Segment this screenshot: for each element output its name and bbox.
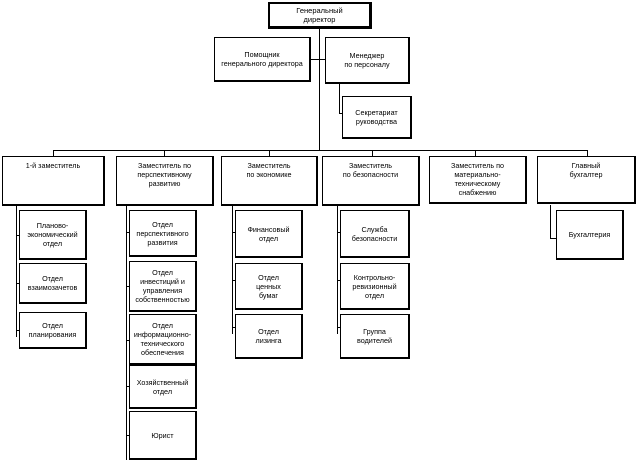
connector-line — [339, 83, 340, 114]
connector-line — [550, 238, 556, 239]
finance-dept-box: Финансовый отдел — [235, 210, 303, 258]
connector-line — [16, 205, 17, 337]
connector-line — [126, 340, 131, 341]
connector-line — [232, 280, 237, 281]
hr-manager-box: Менеджер по персоналу — [325, 37, 410, 84]
connector-line — [269, 150, 270, 156]
security-service-box: Служба безопасности — [340, 210, 410, 258]
investment-property-dept-box: Отдел инвестиций и управления собственно… — [129, 261, 197, 312]
chief-accountant-box: Главный бухгалтер — [537, 156, 636, 204]
securities-dept-box: Отдел ценных бумаг — [235, 263, 303, 310]
connector-line — [475, 150, 476, 156]
connector-line — [164, 150, 165, 156]
connector-line — [16, 283, 21, 284]
deputy-economics-box: Заместитель по экономике — [221, 156, 318, 206]
lawyer-box: Юрист — [129, 411, 197, 460]
mutual-settlements-dept-box: Отдел взаимозачетов — [19, 263, 87, 304]
deputy-development-box: Заместитель по перспективному развитию — [116, 156, 214, 206]
deputy-supply-box: Заместитель по материально- техническому… — [429, 156, 527, 204]
planning-economic-dept-box: Планово- экономический отдел — [19, 210, 87, 260]
leasing-dept-box: Отдел лизинга — [235, 314, 303, 359]
it-support-dept-box: Отдел информационно- технического обеспе… — [129, 314, 197, 365]
deputy-security-box: Заместитель по безопасности — [322, 156, 420, 206]
assistant-director-box: Помощник генерального директора — [214, 37, 311, 82]
development-dept-box: Отдел перспективного развития — [129, 210, 197, 257]
audit-dept-box: Контрольно- ревизионный отдел — [340, 263, 410, 310]
connector-line — [232, 327, 237, 328]
accounting-dept-box: Бухгалтерия — [556, 210, 624, 260]
connector-line — [53, 150, 588, 151]
secretariat-box: Секретариат руководства — [342, 96, 412, 139]
connector-line — [126, 232, 131, 233]
connector-line — [372, 150, 373, 156]
connector-line — [587, 150, 588, 156]
connector-line — [16, 330, 21, 331]
connector-line — [337, 327, 342, 328]
connector-line — [319, 26, 320, 150]
connector-line — [126, 286, 131, 287]
connector-line — [53, 150, 54, 156]
planning-dept-box: Отдел планирования — [19, 312, 87, 349]
connector-line — [16, 235, 21, 236]
drivers-group-box: Группа водителей — [340, 314, 410, 359]
deputy-first-box: 1-й заместитель — [2, 156, 105, 206]
connector-line — [126, 205, 127, 460]
connector-line — [310, 59, 326, 60]
connector-line — [337, 232, 342, 233]
general-director-box: Генеральный директор — [268, 2, 372, 29]
connector-line — [232, 232, 237, 233]
connector-line — [232, 205, 233, 334]
connector-line — [126, 435, 131, 436]
household-dept-box: Хозяйственный отдел — [129, 365, 197, 409]
connector-line — [550, 205, 551, 239]
connector-line — [126, 386, 131, 387]
connector-line — [337, 280, 342, 281]
connector-line — [337, 205, 338, 334]
